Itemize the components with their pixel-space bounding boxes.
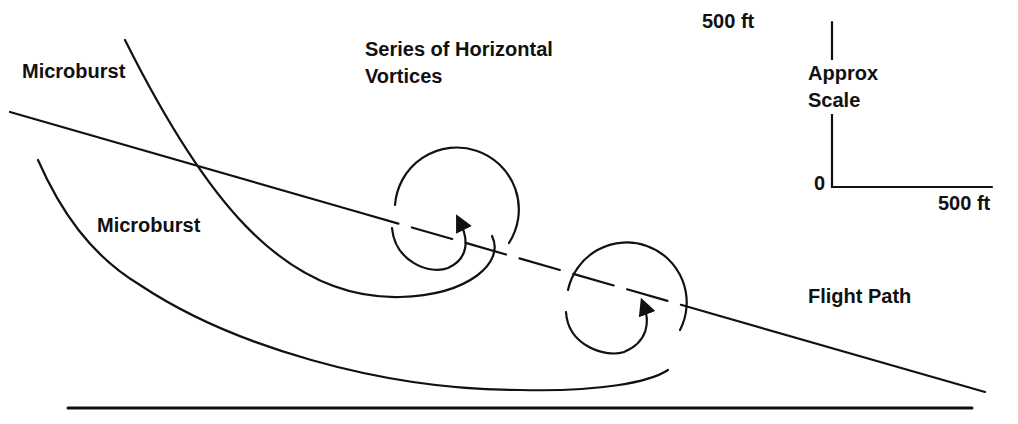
vortex-spiral	[566, 306, 647, 353]
diagram-label: 500 ft	[936, 190, 992, 217]
diagram-label: Microburst	[20, 58, 127, 85]
flight-path-line	[10, 112, 358, 212]
ground-line	[68, 407, 972, 410]
diagram-label: Approx Scale	[806, 60, 890, 114]
diagram-label: Flight Path	[806, 283, 913, 310]
diagram-label: 0	[812, 170, 827, 197]
flight-path-line	[358, 212, 720, 316]
vortex-circle	[395, 147, 519, 243]
vortex-circle	[568, 242, 687, 330]
vortex-spiral	[392, 222, 466, 270]
diagram-label: 500 ft	[700, 8, 756, 35]
diagram-label: Series of Horizontal Vortices	[363, 36, 617, 90]
flight-path-line	[720, 316, 985, 392]
diagram-label: Microburst	[95, 212, 202, 239]
